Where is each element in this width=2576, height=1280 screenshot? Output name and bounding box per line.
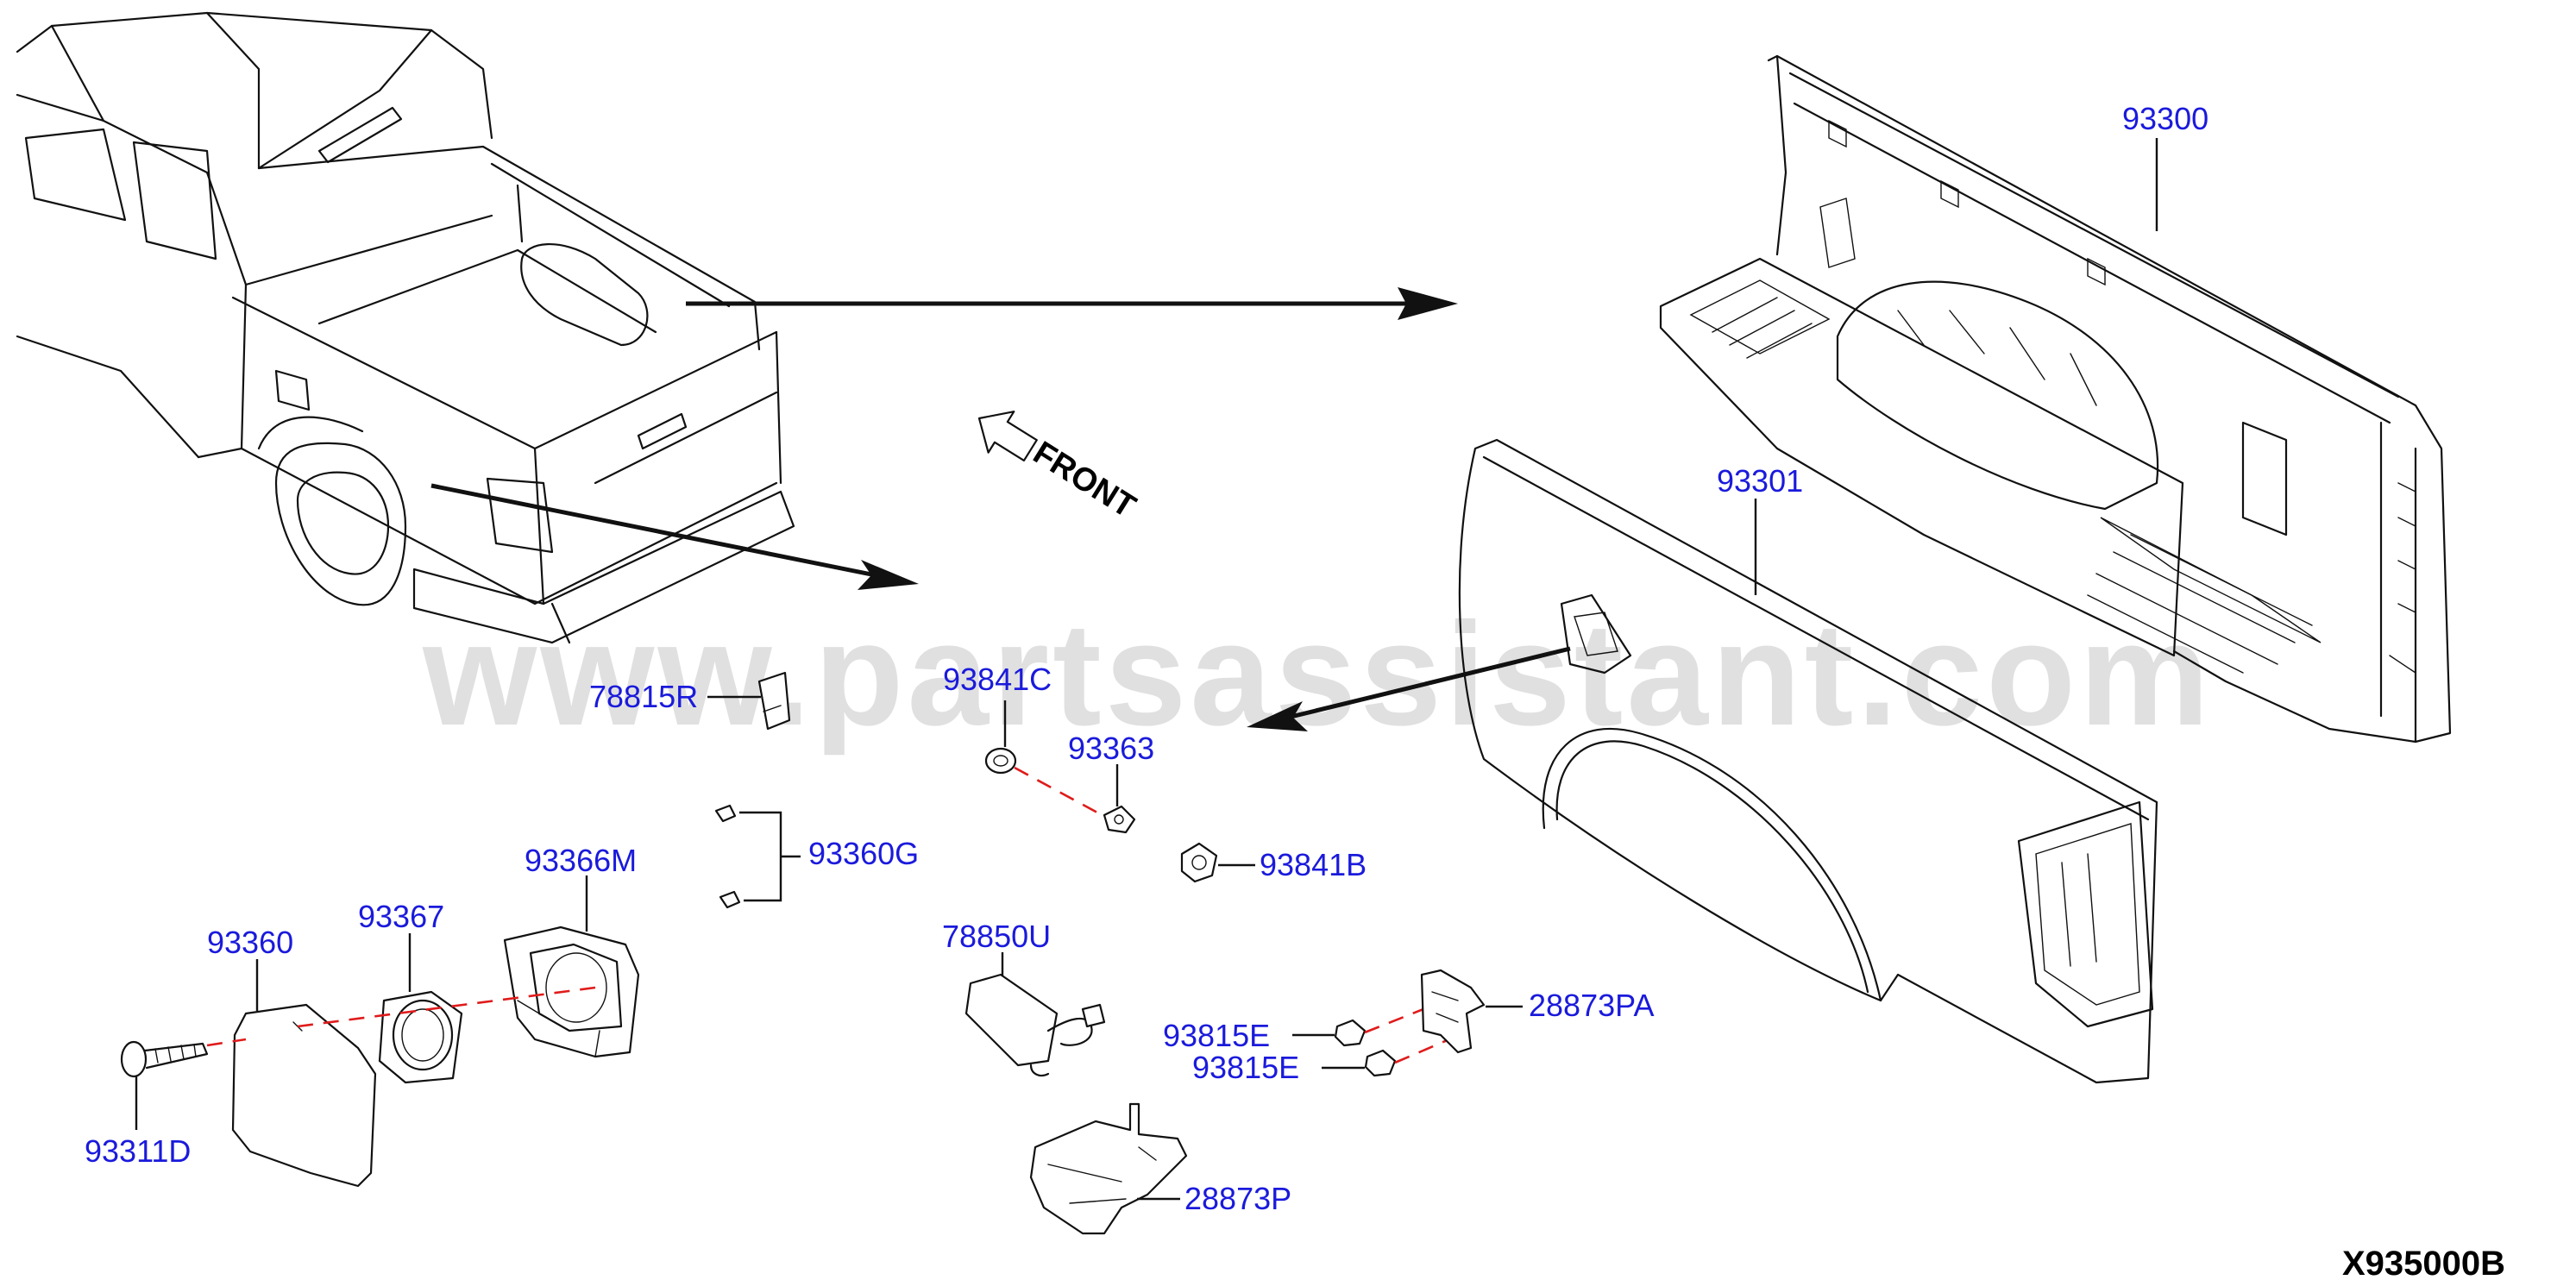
label-93300: 93300 xyxy=(2122,101,2208,136)
label-93815E-upper: 93815E xyxy=(1163,1018,1270,1053)
label-93360: 93360 xyxy=(207,925,293,960)
part-93360G-fasteners xyxy=(714,804,741,909)
part-93311D-screw xyxy=(120,1040,209,1078)
assembly-line-93841C-93363 xyxy=(1014,766,1108,819)
part-93363-plug xyxy=(1103,805,1136,834)
part-78850U-actuator xyxy=(964,973,1106,1077)
label-93360G: 93360G xyxy=(808,836,919,871)
leader-93360G xyxy=(739,811,801,902)
part-93366M-filler-housing xyxy=(503,925,640,1058)
truck-illustration xyxy=(16,11,795,644)
label-93311D: 93311D xyxy=(85,1133,191,1169)
part-28873PA-bracket xyxy=(1420,969,1486,1054)
assembly-line-bolt-upper xyxy=(1364,1006,1429,1034)
part-93841B-grommet xyxy=(1180,842,1218,883)
label-93366M: 93366M xyxy=(525,843,637,878)
part-28873P-bracket xyxy=(1029,1102,1188,1235)
assembly-line-bolt-lower xyxy=(1394,1038,1450,1064)
label-93815E-lower: 93815E xyxy=(1192,1050,1299,1085)
callout-arrow-fuel-door xyxy=(1247,646,1571,731)
front-direction-indicator: FRONT xyxy=(977,411,1141,525)
part-93300-bed-inner-panel xyxy=(1659,54,2452,744)
assembly-line-screw-lid xyxy=(206,1038,247,1047)
label-93841C: 93841C xyxy=(943,662,1052,697)
callout-arrow-bed xyxy=(686,287,1458,320)
diagram-code: X935000B xyxy=(2342,1245,2505,1280)
label-28873P: 28873P xyxy=(1184,1181,1291,1216)
label-93841B: 93841B xyxy=(1260,847,1367,882)
part-93815E-bolt-lower xyxy=(1364,1049,1397,1077)
part-93360-fuel-lid xyxy=(231,1003,377,1188)
part-93367-seal-ring xyxy=(378,990,463,1084)
front-label: FRONT xyxy=(1027,435,1141,525)
part-78815R-clip xyxy=(757,671,791,731)
part-93841C-grommet xyxy=(984,747,1017,775)
label-93363: 93363 xyxy=(1068,731,1154,766)
label-93301: 93301 xyxy=(1717,463,1803,499)
part-93815E-bolt-upper xyxy=(1334,1019,1367,1047)
label-78815R: 78815R xyxy=(589,679,698,714)
part-93301-outer-fender xyxy=(1458,438,2158,1084)
label-78850U: 78850U xyxy=(942,919,1051,954)
watermark: www.partsassistant.com xyxy=(422,593,2213,756)
callout-arrow-fender xyxy=(430,483,919,590)
label-28873PA: 28873PA xyxy=(1529,988,1654,1023)
label-93367: 93367 xyxy=(358,899,444,934)
